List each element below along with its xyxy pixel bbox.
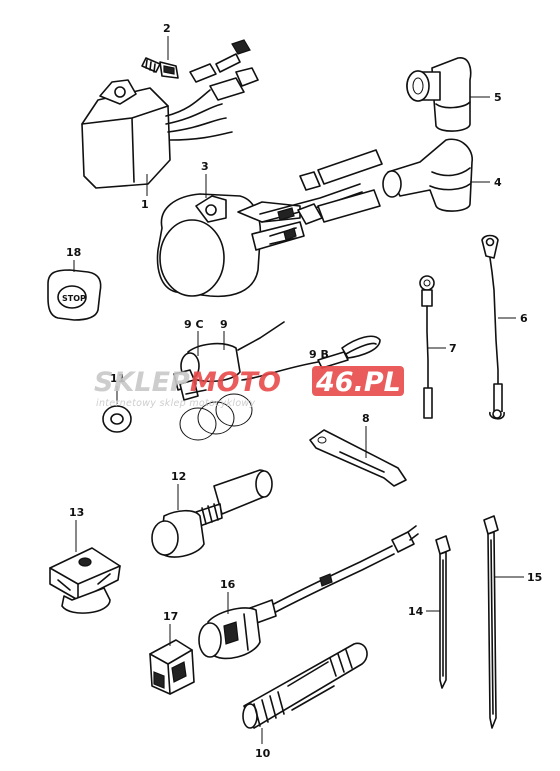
callout-4: 4 xyxy=(494,176,502,189)
part-16-connector xyxy=(198,525,419,660)
callout-8: 8 xyxy=(362,412,370,425)
watermark-part1: SKLEP xyxy=(94,367,190,398)
part-9-sensor xyxy=(173,321,285,401)
callout-18: 18 xyxy=(66,246,81,259)
callout-17: 17 xyxy=(163,610,178,623)
part-17-housing xyxy=(149,639,195,695)
part-6-lead-wire xyxy=(481,234,505,420)
part-1-cdi-unit xyxy=(81,39,259,189)
watermark-badge xyxy=(312,366,404,396)
part-14-cable-tie xyxy=(435,535,451,689)
part-3-ignition-coil xyxy=(156,149,383,298)
callout-16: 16 xyxy=(220,578,236,591)
part-5-plug-cap xyxy=(406,57,472,132)
watermark-tagline: internetowy sklep motocyklowy xyxy=(96,398,256,409)
callout-12: 12 xyxy=(171,470,186,483)
part-15-cable-tie xyxy=(483,515,499,729)
callout-9c: 9 C xyxy=(184,318,204,331)
watermark-part3: 46.PL xyxy=(315,367,401,398)
part-10-stud xyxy=(242,642,368,729)
watermark-part2: MOTO xyxy=(190,367,281,398)
callout-7: 7 xyxy=(449,342,457,355)
part-2-bolt xyxy=(141,57,179,79)
callout-6: 6 xyxy=(520,312,528,325)
callout-9b: 9 B xyxy=(309,348,329,361)
part-4-plug-cap xyxy=(382,138,473,212)
callout-5: 5 xyxy=(494,91,502,104)
callout-11: 11 xyxy=(110,372,125,385)
callout-2: 2 xyxy=(163,22,171,35)
callout-14: 14 xyxy=(408,605,424,618)
watermark: SKLEPMOTO 46.PL internetowy sklep motocy… xyxy=(94,366,404,409)
part-7-lead-wire xyxy=(419,275,435,419)
callout-3: 3 xyxy=(201,160,209,173)
part-8-bracket xyxy=(309,429,407,487)
callout-1: 1 xyxy=(141,198,149,211)
callout-9: 9 xyxy=(220,318,228,331)
part-18-stop-switch: STOP xyxy=(47,269,102,321)
part-13-grommet xyxy=(49,547,121,614)
stop-label: STOP xyxy=(62,294,86,303)
watermark-logo: SKLEPMOTO xyxy=(94,367,281,398)
callout-13: 13 xyxy=(69,506,84,519)
part-11-washer xyxy=(102,405,132,433)
callout-15: 15 xyxy=(527,571,542,584)
callout-10: 10 xyxy=(255,747,271,760)
part-12-sensor xyxy=(151,469,273,558)
